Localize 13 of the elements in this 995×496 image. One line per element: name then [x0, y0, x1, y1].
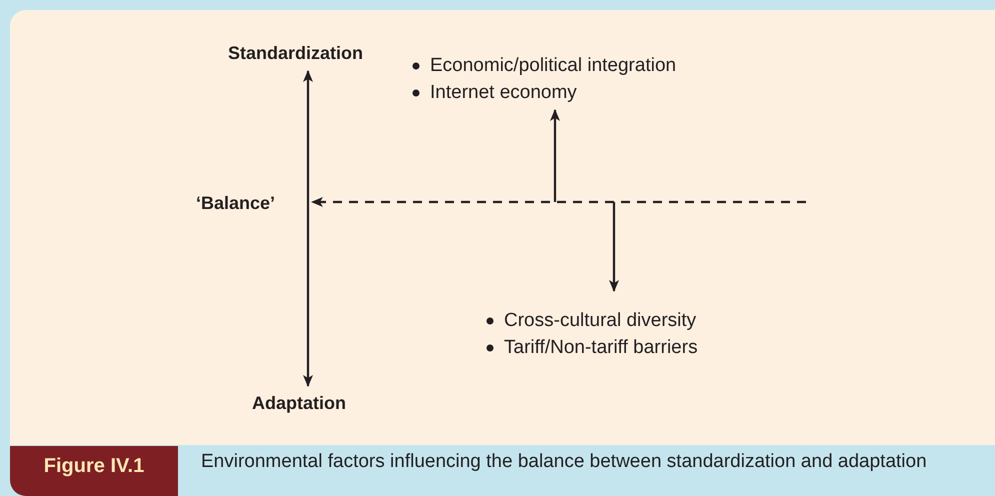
dashed-arrow [311, 197, 806, 207]
arrow [550, 109, 560, 202]
bullet-item: Cross-cultural diversity [504, 310, 696, 331]
axis-label: Standardization [228, 40, 364, 67]
bullet-item: Tariff/Non-tariff barriers [504, 337, 698, 358]
axis-label: Adaptation [252, 390, 346, 417]
figure-caption: Environmental factors influencing the balance between standardization and adaptation [201, 450, 928, 473]
bullet-item: Economic/political integration [430, 55, 676, 76]
axis-label: ‘Balance’ [196, 190, 276, 217]
arrow [609, 202, 619, 292]
double-arrow [303, 70, 313, 387]
bullet-item: Internet economy [430, 82, 577, 103]
figure-number: Figure IV.1 [10, 446, 178, 496]
